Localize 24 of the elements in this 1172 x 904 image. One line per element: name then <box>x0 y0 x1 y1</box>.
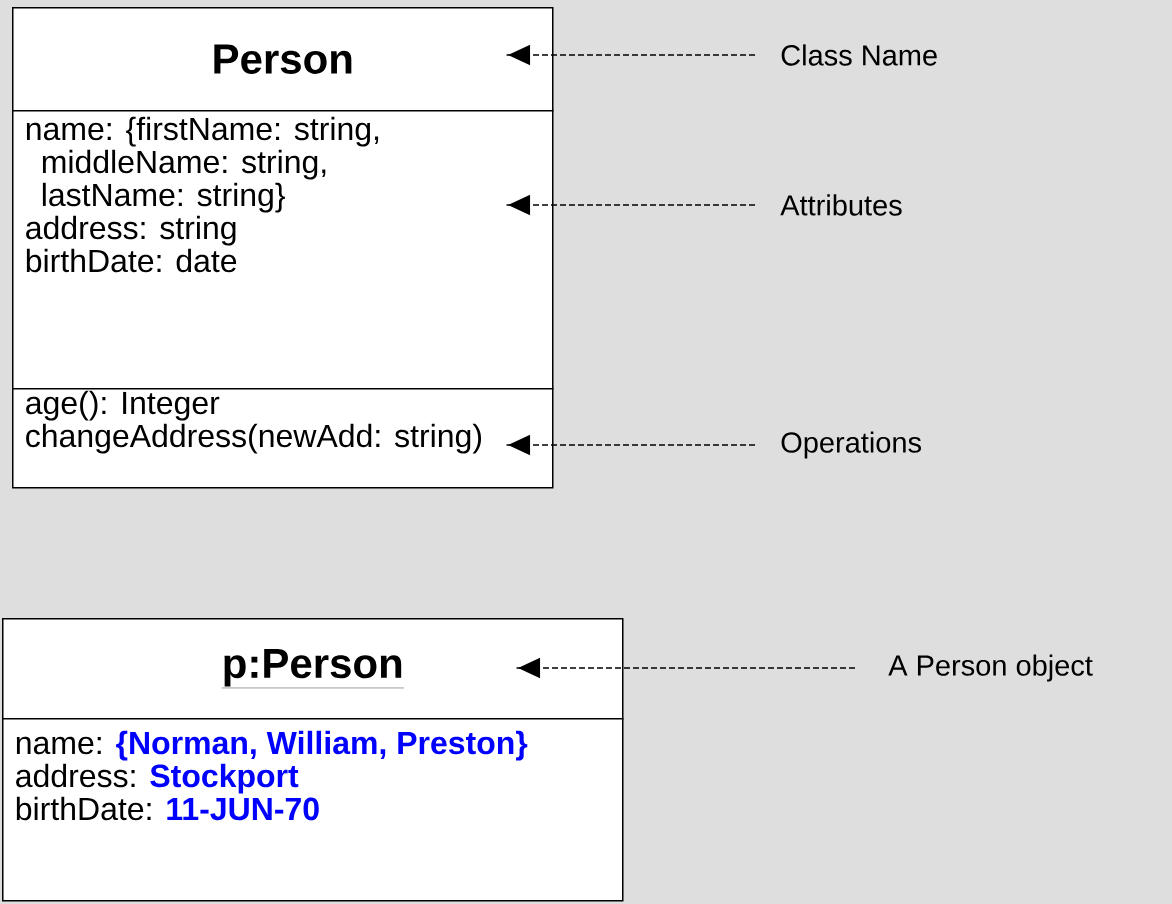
annotation-label: Attributes <box>780 194 902 216</box>
annotation-label: A Person object <box>888 654 1093 682</box>
annotation-label: Operations <box>781 431 921 459</box>
member-text: age(): Integer <box>26 390 220 421</box>
class-header <box>12 7 554 112</box>
attribute-name: birthDate: <box>16 796 151 821</box>
leader-arrow <box>505 434 756 456</box>
object-name: p:Person <box>221 648 404 689</box>
attribute-value: Stockport <box>150 763 299 794</box>
annotation-label: Class Name <box>781 44 937 66</box>
leader-arrow <box>515 657 856 679</box>
compartment-box <box>2 718 624 902</box>
member-text: changeAddress(newAdd: string) <box>26 423 481 454</box>
object-header <box>2 618 624 720</box>
attribute-value: {Norman, William, Preston} <box>116 730 528 761</box>
member-text: birthDate: date <box>26 248 237 273</box>
attribute-value: 11-JUN-70 <box>167 797 319 821</box>
attribute-name: address: <box>16 763 135 788</box>
leader-arrow <box>505 194 756 216</box>
class-name: Person <box>214 44 352 74</box>
leader-arrow <box>505 44 756 66</box>
attribute-name: name: <box>16 736 101 755</box>
member-text: address: string <box>26 215 236 246</box>
compartment-box <box>12 388 554 489</box>
